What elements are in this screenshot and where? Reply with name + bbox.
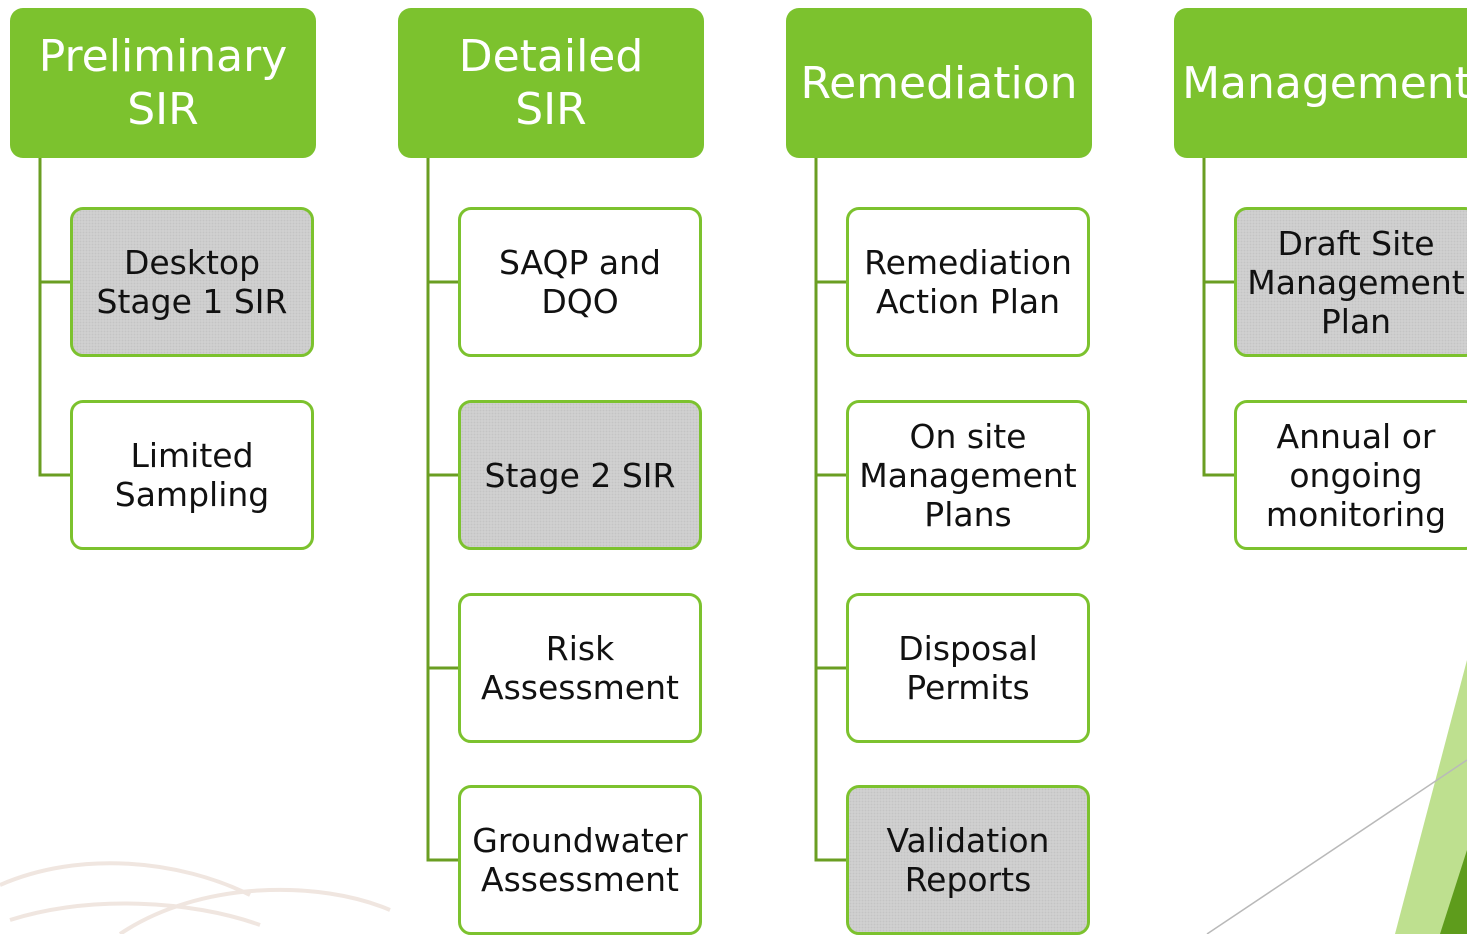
column-header-line: Preliminary xyxy=(38,31,288,82)
process-step-label: Plan xyxy=(1320,301,1392,341)
process-step-label: Stage 2 SIR xyxy=(484,455,676,495)
process-step-label: Permits xyxy=(906,668,1030,707)
process-step-label: Stage 1 SIR xyxy=(96,282,288,321)
process-step-label: Disposal xyxy=(898,629,1038,668)
process-step-label: Risk xyxy=(545,629,615,668)
process-step-label: Annual or xyxy=(1276,416,1436,456)
process-step-label: Limited xyxy=(130,436,254,475)
process-step-label: Plans xyxy=(924,494,1012,534)
column-header-line: SIR xyxy=(515,84,587,135)
column-header-3: Remediation xyxy=(786,8,1092,158)
process-step-label: monitoring xyxy=(1265,494,1447,534)
column-header-line: Detailed xyxy=(458,31,644,82)
process-step-label: Assessment xyxy=(481,860,679,899)
process-step-label: SAQP and xyxy=(498,243,661,282)
process-step-label: Action Plan xyxy=(875,282,1061,321)
process-step-label: Remediation xyxy=(864,243,1072,282)
process-step-label: Assessment xyxy=(481,668,679,707)
column-header-4: Management xyxy=(1174,8,1467,158)
process-step-label: Management xyxy=(1247,262,1465,302)
process-step-label: Sampling xyxy=(114,475,270,514)
process-step-label: Desktop xyxy=(123,243,261,282)
process-step-label: On site xyxy=(909,416,1027,456)
process-step-box: Stage 2 SIR xyxy=(458,400,702,550)
decorative-line xyxy=(1206,759,1467,934)
process-step-label: Groundwater xyxy=(472,821,688,860)
process-step-label: Management xyxy=(859,455,1077,495)
process-step-label: ongoing xyxy=(1289,455,1423,495)
watermark-arcs xyxy=(0,861,391,934)
column-header-line: SIR xyxy=(127,84,199,135)
column-header-line: Management xyxy=(1182,57,1467,109)
column-header-line: Remediation xyxy=(800,57,1078,109)
corner-accent-shape-dark xyxy=(1440,850,1467,934)
process-step-label: Draft Site xyxy=(1277,223,1435,263)
corner-accent-shape xyxy=(1395,660,1467,934)
process-step-label: Validation xyxy=(886,821,1050,860)
process-step-label: Reports xyxy=(904,860,1032,899)
process-step-label: DQO xyxy=(541,282,619,321)
